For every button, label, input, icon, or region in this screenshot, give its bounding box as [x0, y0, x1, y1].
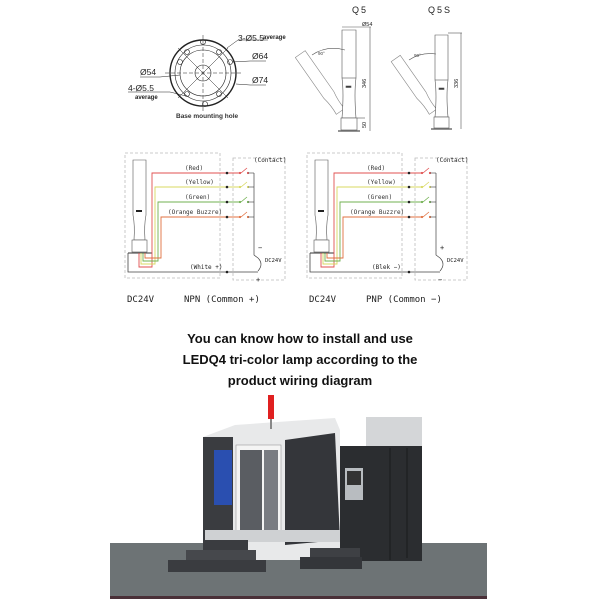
contact-label: (Contact) — [254, 157, 287, 164]
contact-switch — [240, 196, 248, 203]
wiring-diagram-pnp: (Red) (Yellow) (Green) (Orange Buzzre) (Cont… — [306, 152, 469, 305]
cnc-machine-image — [110, 395, 487, 599]
q5-base-height: 50 — [362, 122, 368, 128]
q5s-model-label: Q5S — [428, 5, 452, 15]
base-mounting-hole-drawing — [128, 35, 268, 111]
q5-angle: 90° — [318, 51, 325, 56]
machine-blue-panel — [214, 450, 232, 505]
hole4-label: 4-Ø5.5 — [128, 83, 154, 93]
contact-switch — [422, 196, 430, 203]
q5-diameter: Ø54 — [362, 22, 372, 28]
wire-label: (Yellow) — [367, 179, 396, 186]
polarity-bottom: + — [256, 276, 260, 284]
q5-tower-drawing — [294, 26, 371, 132]
wire-label: (Orange Buzzre) — [350, 209, 404, 216]
polarity-top: − — [258, 244, 262, 252]
contact-label: (Contact) — [436, 157, 469, 164]
polarity-top: + — [440, 244, 444, 252]
lamp-icon — [132, 159, 147, 241]
caption: You can know how to install and use LEDQ… — [0, 328, 600, 391]
signal-tower-lamp — [268, 395, 274, 419]
d64-label: Ø64 — [252, 51, 268, 61]
wiring-diagram-npn: (Red) (Yellow) (Green) (Orange Buzzre) (Cont… — [124, 152, 287, 305]
q5-height: 346 — [362, 79, 368, 88]
contact-switch — [422, 211, 430, 218]
lamp-icon — [314, 159, 329, 241]
wire-label: (Green) — [367, 194, 392, 201]
wire-label: (Orange Buzzre) — [168, 209, 222, 216]
caption-line-3: product wiring diagram — [227, 373, 373, 388]
hole4-note: average — [135, 95, 158, 101]
dc24v-label: DC24V — [127, 295, 155, 305]
contact-switch — [422, 167, 430, 174]
supply-voltage-label: DC24V — [447, 258, 464, 264]
polarity-bottom: − — [438, 276, 442, 284]
q5-model-label: Q5 — [352, 5, 368, 15]
d54-label: Ø54 — [140, 67, 156, 77]
q5s-tower-drawing — [390, 32, 462, 130]
common-wire-label: (White +) — [190, 264, 223, 271]
contact-switch — [240, 181, 248, 188]
wire-label: (Red) — [185, 165, 203, 172]
hole3-label: 3-Ø5.5 — [238, 33, 264, 43]
wire-label: (Yellow) — [185, 179, 214, 186]
contact-switch — [240, 211, 248, 218]
caption-line-1: You can know how to install and use — [187, 331, 413, 346]
dc24v-label: DC24V — [309, 295, 337, 305]
q5s-angle: 90° — [414, 53, 421, 58]
wire-label: (Red) — [367, 165, 385, 172]
caption-line-2: LEDQ4 tri-color lamp according to the — [182, 352, 418, 367]
hole3-note: average — [263, 35, 286, 41]
wire-label: (Green) — [185, 194, 210, 201]
supply-voltage-label: DC24V — [265, 258, 282, 264]
base-title: Base mounting hole — [176, 113, 239, 120]
circuit-type-label: NPN (Common +) — [184, 295, 260, 305]
circuit-type-label: PNP (Common −) — [366, 295, 442, 305]
contact-switch — [422, 181, 430, 188]
common-wire-label: (Blek −) — [372, 264, 401, 271]
contact-switch — [240, 167, 248, 174]
d74-label: Ø74 — [252, 75, 268, 85]
q5s-height: 336 — [454, 79, 460, 88]
